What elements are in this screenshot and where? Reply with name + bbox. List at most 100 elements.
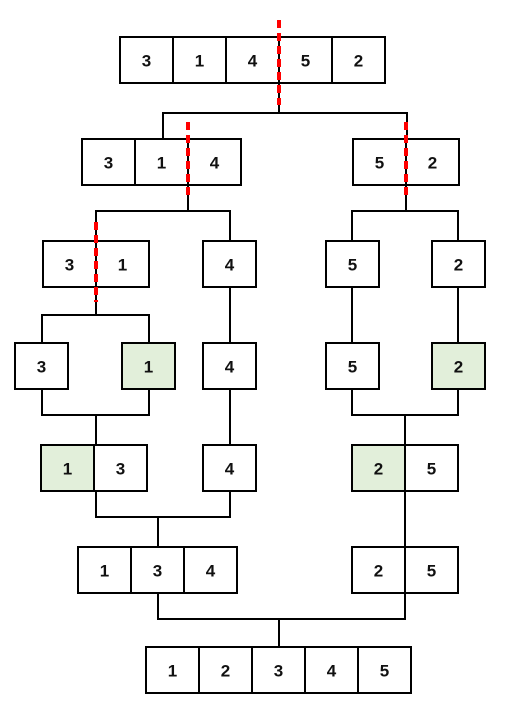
cell-value: 1	[118, 256, 127, 275]
cell-box	[81, 138, 136, 186]
cell-value: 2	[374, 460, 383, 479]
cell-box	[145, 646, 200, 694]
cell-value: 4	[225, 256, 235, 275]
array-cell: 1	[121, 342, 176, 390]
cell-box	[357, 646, 412, 694]
cell-box	[325, 342, 380, 390]
array-cell: 5	[404, 444, 459, 492]
array-cell: 4	[187, 138, 242, 186]
array-cell: 1	[172, 36, 227, 84]
array-group-singletons-1: 1	[121, 342, 176, 390]
array-cell: 2	[198, 646, 253, 694]
cell-box	[304, 646, 359, 694]
cell-value: 3	[142, 52, 151, 71]
cell-box	[121, 342, 176, 390]
array-cell: 5	[325, 240, 380, 288]
cell-value: 5	[348, 256, 357, 275]
cell-box	[14, 342, 69, 390]
array-group-singletons-4: 2	[431, 342, 486, 390]
array-cell: 5	[404, 546, 459, 594]
cell-box	[325, 240, 380, 288]
cell-value: 5	[301, 52, 310, 71]
cell-value: 3	[274, 662, 283, 681]
array-cell: 1	[145, 646, 200, 694]
cell-value: 4	[248, 52, 258, 71]
array-group-split-2-1: 4	[202, 240, 257, 288]
cell-value: 5	[375, 154, 384, 173]
array-group-sorted-0: 1 2 3 4 5	[145, 646, 412, 694]
array-group-split-2-3: 2	[431, 240, 486, 288]
array-group-singletons-2: 4	[202, 342, 257, 390]
cell-value: 3	[37, 358, 46, 377]
array-cell: 3	[119, 36, 174, 84]
cell-value: 1	[168, 662, 177, 681]
cell-value: 4	[206, 562, 216, 581]
cell-box	[77, 546, 132, 594]
cell-box	[95, 240, 150, 288]
cell-value: 3	[153, 562, 162, 581]
cell-value: 5	[348, 358, 357, 377]
cell-value: 3	[104, 154, 113, 173]
array-cell: 1	[77, 546, 132, 594]
cell-box	[404, 546, 459, 594]
cell-box	[42, 240, 97, 288]
array-cell: 2	[351, 546, 406, 594]
cell-value: 2	[354, 52, 363, 71]
array-cell: 3	[42, 240, 97, 288]
cell-box	[225, 36, 280, 84]
cell-box	[352, 138, 407, 186]
array-group-split-1-0: 3 1 4	[81, 138, 242, 186]
connector-line	[41, 389, 150, 416]
cell-value: 2	[221, 662, 230, 681]
connector-line	[41, 314, 150, 343]
array-cell: 3	[81, 138, 136, 186]
cell-value: 2	[374, 562, 383, 581]
cell-box	[278, 36, 333, 84]
cell-value: 4	[225, 358, 235, 377]
array-cell: 1	[40, 444, 95, 492]
cell-value: 1	[63, 460, 72, 479]
array-cell: 3	[93, 444, 148, 492]
cell-box	[93, 444, 148, 492]
connector-line	[95, 491, 231, 518]
array-cell: 4	[304, 646, 359, 694]
connector-line	[157, 593, 406, 620]
cell-box	[202, 444, 257, 492]
array-group-split-2-2: 5	[325, 240, 380, 288]
cell-box	[331, 36, 386, 84]
cell-value: 5	[380, 662, 389, 681]
connector-line	[162, 112, 408, 139]
cell-value: 1	[157, 154, 166, 173]
array-cell: 4	[225, 36, 280, 84]
array-cell: 4	[202, 444, 257, 492]
array-cell: 4	[202, 342, 257, 390]
array-group-merge-1-1: 4	[202, 444, 257, 492]
array-cell: 3	[14, 342, 69, 390]
array-cell: 3	[130, 546, 185, 594]
cell-value: 2	[454, 358, 463, 377]
array-cell: 2	[331, 36, 386, 84]
array-cell: 5	[352, 138, 407, 186]
cell-value: 4	[327, 662, 337, 681]
array-cell: 4	[183, 546, 238, 594]
cell-value: 1	[100, 562, 109, 581]
array-group-singletons-0: 3	[14, 342, 69, 390]
array-cell: 5	[357, 646, 412, 694]
array-cell: 1	[134, 138, 189, 186]
array-group-singletons-3: 5	[325, 342, 380, 390]
array-cell: 2	[405, 138, 460, 186]
array-cell: 2	[431, 342, 486, 390]
cell-value: 5	[427, 460, 436, 479]
cell-value: 4	[225, 460, 235, 479]
array-cell: 5	[278, 36, 333, 84]
cell-box	[405, 138, 460, 186]
array-group-original-0: 3 1 4 5 2	[119, 36, 386, 84]
cell-box	[431, 240, 486, 288]
cell-value: 2	[428, 154, 437, 173]
split-markers	[94, 20, 408, 302]
